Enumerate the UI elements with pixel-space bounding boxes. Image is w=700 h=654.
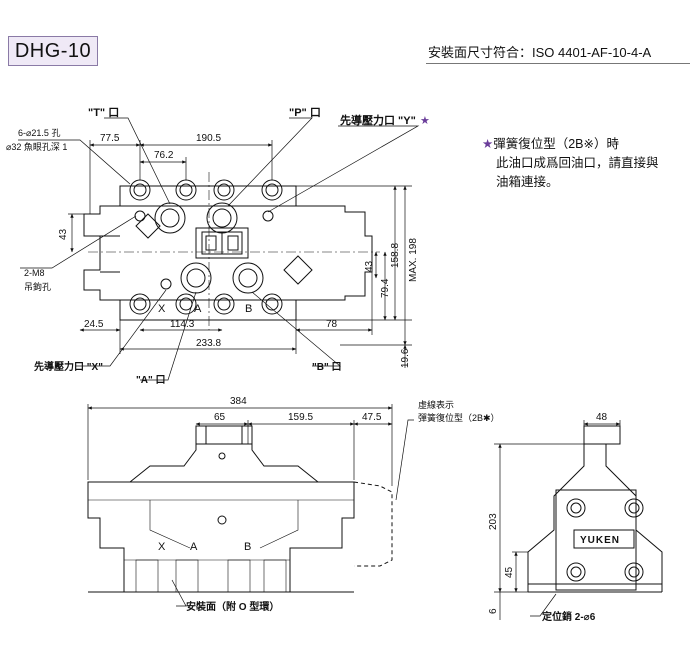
dim-43-right: 43 [364, 260, 375, 272]
dim-233-8: 233.8 [196, 338, 221, 349]
dashed-note-1: 虛線表示 [418, 399, 454, 410]
front-mark-x: X [158, 541, 166, 553]
dim-45: 45 [504, 566, 515, 578]
top-labels: "T" 口 "P" 口 先導壓力口 "Y" ★ 6-⌀21.5 孔 ⌀32 魚眼… [6, 106, 430, 386]
dim-159-5: 159.5 [288, 412, 313, 423]
top-dimensions [18, 117, 420, 381]
dim-24-5: 24.5 [84, 319, 104, 330]
dim-43-left: 43 [58, 228, 69, 240]
spring-return-note: ★彈簧復位型（2B※）時 此油口成爲回油口，請直接與 油箱連接。 [482, 135, 697, 192]
holes-callout-2: ⌀32 魚眼孔深 1 [6, 141, 67, 152]
dim-158-8: 158.8 [390, 243, 401, 268]
mounting-face-callout: 安裝面（附 O 型環） [186, 600, 279, 613]
dim-19-6: 19.6 [400, 348, 411, 368]
p-port-callout: "P" 口 [289, 106, 321, 119]
dashed-note-2: 彈簧復位型（2B✱） [418, 412, 500, 423]
holes-callout-1: 6-⌀21.5 孔 [18, 128, 60, 138]
note-line-3: 油箱連接。 [496, 175, 559, 189]
side-labels: 48 203 45 6 YUKEN 定位銷 2-⌀6 [488, 412, 620, 623]
dim-76-2: 76.2 [154, 150, 174, 161]
dim-384: 384 [230, 396, 247, 407]
iso-standard-label: 安裝面尺寸符合：ISO 4401-AF-10-4-A [428, 45, 652, 60]
a-port-callout: "A" 口 [136, 375, 165, 386]
note-line-2: 此油口成爲回油口，請直接與 [496, 156, 659, 170]
dim-max-198: MAX. 198 [408, 238, 419, 282]
dim-203: 203 [488, 513, 499, 530]
dim-48: 48 [596, 412, 608, 423]
port-mark-x: X [158, 303, 166, 315]
front-labels: 384 65 159.5 47.5 虛線表示 彈簧復位型（2B✱） 安裝面（附 … [158, 396, 500, 613]
front-mark-a: A [190, 541, 198, 553]
top-view [83, 172, 380, 330]
dim-77-5: 77.5 [100, 133, 120, 144]
locating-pin-callout: 定位銷 2-⌀6 [542, 610, 596, 623]
dim-78: 78 [326, 319, 338, 330]
dim-6: 6 [488, 608, 499, 614]
dim-65: 65 [214, 412, 226, 423]
eyebolt-callout-1: 2-M8 [24, 268, 45, 278]
front-dimensions [87, 404, 414, 607]
dim-190-5: 190.5 [196, 133, 221, 144]
b-port-callout: "B" 口 [312, 362, 341, 373]
front-view [87, 425, 393, 593]
eyebolt-callout-2: 吊鉤孔 [24, 281, 51, 292]
port-mark-a: A [194, 303, 202, 315]
t-port-callout: "T" 口 [88, 106, 119, 119]
dim-79-4: 79.4 [380, 278, 391, 298]
front-mark-b: B [244, 541, 251, 553]
star-icon: ★ [420, 115, 430, 127]
note-line-1: 彈簧復位型（2B※）時 [493, 137, 619, 151]
model-label: DHG-10 [8, 36, 98, 66]
side-view [527, 425, 663, 593]
port-mark-b: B [245, 303, 252, 315]
dim-47-5: 47.5 [362, 412, 382, 423]
side-dimensions [494, 420, 621, 620]
pilot-x-callout: 先導壓力口 "X" [34, 360, 103, 373]
pilot-y-callout: 先導壓力口 "Y" [340, 113, 416, 127]
dim-114-3: 114.3 [170, 319, 195, 330]
star-icon: ★ [482, 137, 494, 151]
iso-underline [426, 63, 690, 64]
brand-logo: YUKEN [580, 535, 620, 546]
